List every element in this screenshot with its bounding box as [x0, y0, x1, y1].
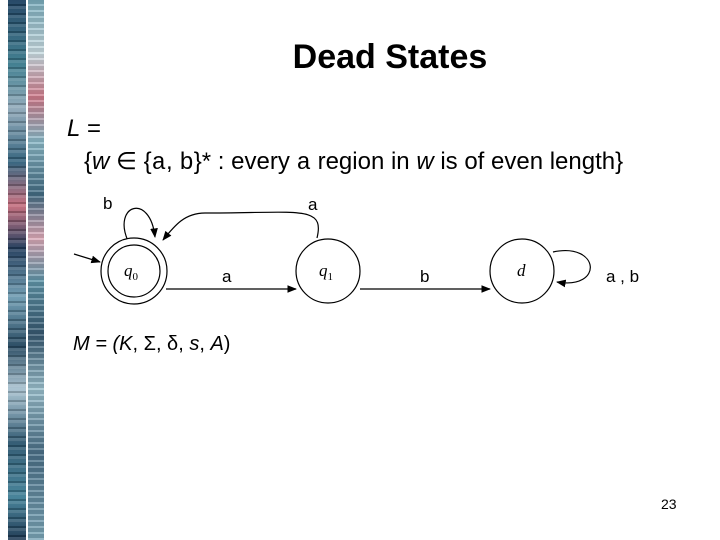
slide-title: Dead States	[292, 38, 488, 76]
state-q0: q0	[100, 237, 168, 305]
edge-label-q1-q0: a	[308, 195, 318, 214]
language-definition: {w ∈ {a, b}* : every a region in w is of…	[84, 148, 624, 177]
state-label-q0: q0	[124, 261, 139, 283]
state-q1: q1	[295, 238, 361, 304]
start-arrow	[73, 253, 101, 264]
language-label: L =	[67, 115, 101, 142]
machine-definition: M = (K, Σ, δ, s, A)	[73, 333, 231, 355]
edge-d-d	[552, 250, 591, 288]
edge-label-d-d: a , b	[606, 267, 639, 286]
state-label-q1: q1	[319, 261, 333, 283]
decorative-border-inner	[28, 0, 44, 540]
edge-label-q0-q1: a	[222, 267, 232, 286]
state-label-d: d	[517, 261, 526, 280]
edge-q0-q0	[123, 207, 158, 242]
decorative-border-left	[8, 0, 26, 540]
state-d: d	[489, 238, 555, 304]
edge-label-q1-d: b	[420, 267, 429, 286]
edge-q1-q0	[162, 211, 319, 241]
edge-label-q0-q0: b	[103, 194, 112, 213]
page-number: 23	[661, 496, 677, 512]
